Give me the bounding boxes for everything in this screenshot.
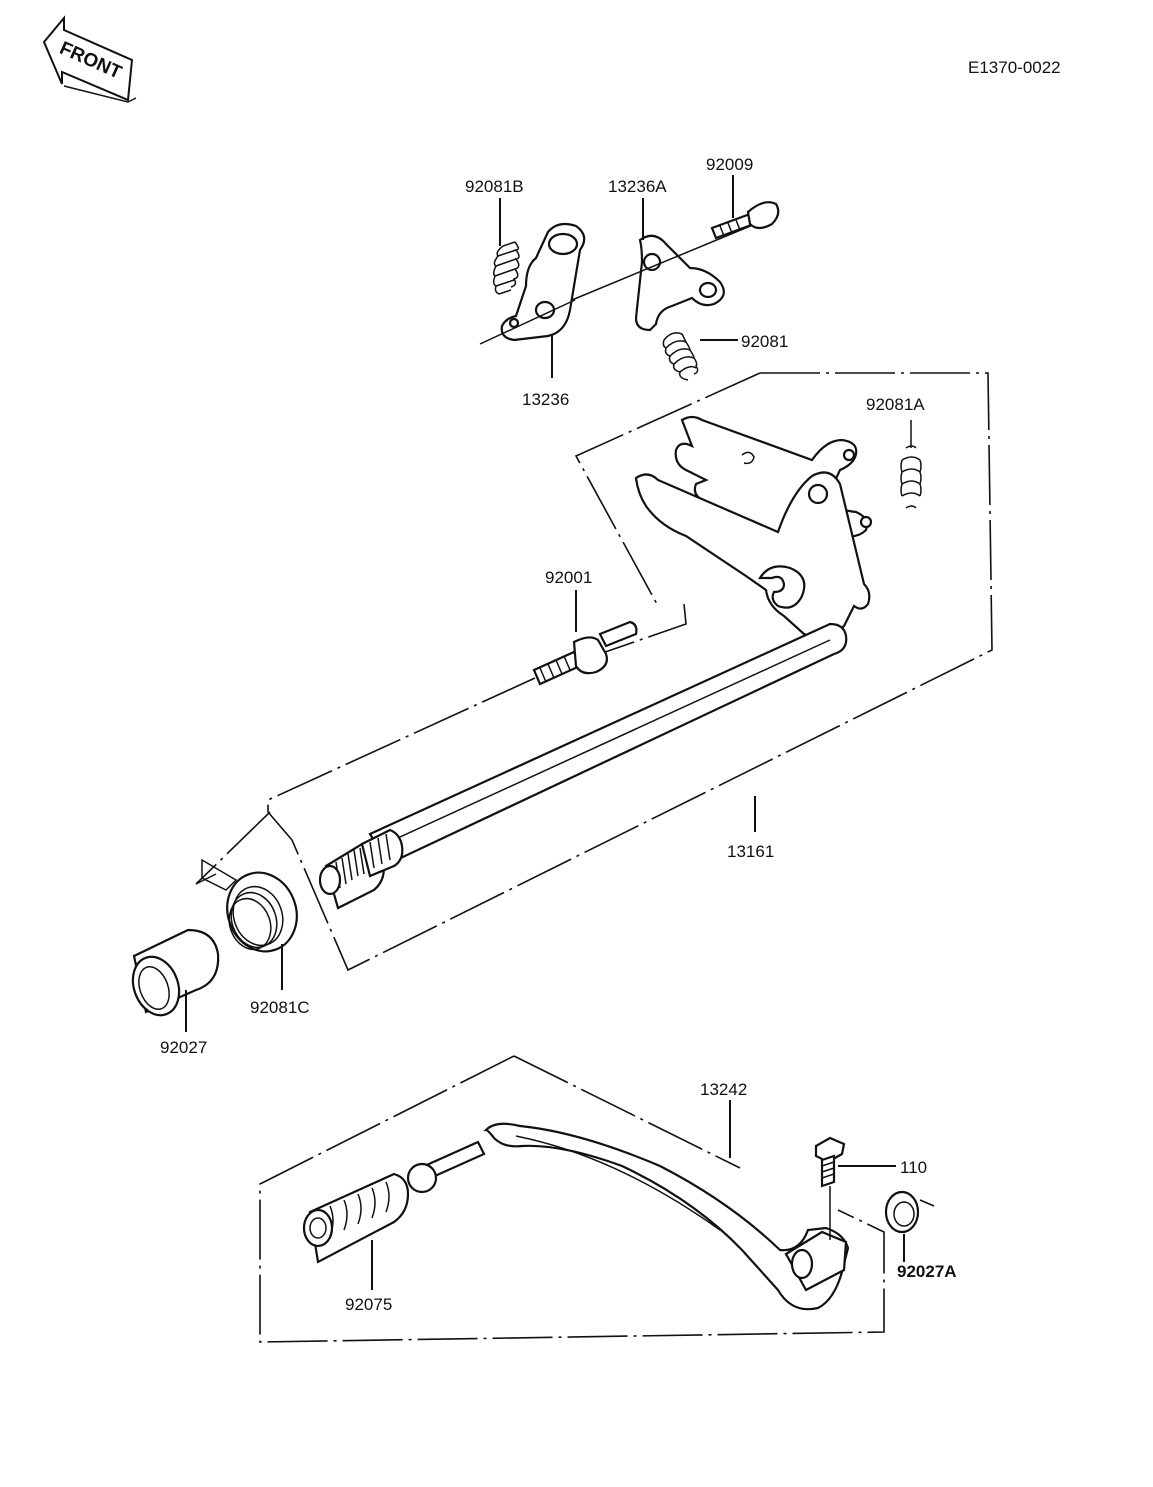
label-92081a: 92081A (866, 395, 925, 414)
diagram-code: E1370-0022 (968, 58, 1061, 77)
bolt-92001 (532, 620, 638, 686)
front-arrow-label: FRONT (56, 38, 125, 84)
label-13236a: 13236A (608, 177, 667, 196)
spring-92081c (195, 858, 298, 953)
label-110: 110 (900, 1158, 927, 1177)
label-92081c: 92081C (250, 998, 310, 1017)
bolt-110 (814, 1136, 846, 1240)
label-92027a: 92027A (897, 1262, 957, 1281)
label-13242: 13242 (700, 1080, 747, 1099)
label-13161: 13161 (727, 842, 774, 861)
spring-92081 (662, 332, 699, 381)
spring-92081b (492, 241, 520, 295)
spring-92081a (900, 420, 922, 509)
collar-92027 (131, 928, 220, 1017)
shift-shaft-13161 (318, 622, 848, 910)
stopper-13236a (634, 234, 725, 332)
label-92075: 92075 (345, 1295, 392, 1314)
bolt-92009 (710, 201, 780, 240)
label-92081: 92081 (741, 332, 788, 351)
label-13236: 13236 (522, 390, 569, 409)
stopper-13236 (500, 222, 586, 342)
pedal-rubber-92075 (302, 1172, 410, 1264)
shift-pedal-13242 (406, 1122, 850, 1311)
front-arrow-icon: FRONT (42, 15, 137, 103)
label-92027: 92027 (160, 1038, 207, 1057)
label-92009: 92009 (706, 155, 753, 174)
shift-arm-lower (634, 471, 871, 638)
label-92081b: 92081B (465, 177, 524, 196)
label-92001: 92001 (545, 568, 592, 587)
seal-92027a (884, 1190, 920, 1234)
